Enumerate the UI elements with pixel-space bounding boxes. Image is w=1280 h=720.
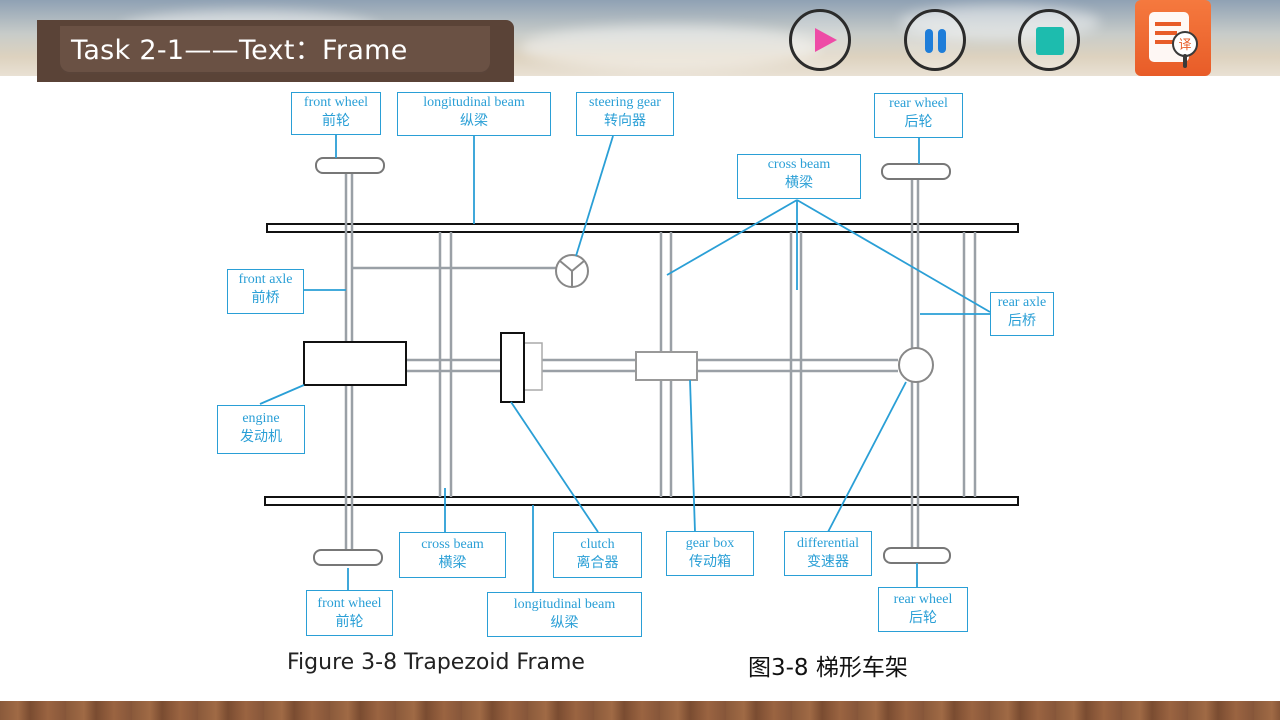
wheels xyxy=(313,157,951,566)
pause-button[interactable] xyxy=(904,9,966,71)
translate-button[interactable]: 译 xyxy=(1135,0,1211,76)
longitudinal-beam-bottom xyxy=(264,496,1019,506)
figure-caption-en: Figure 3-8 Trapezoid Frame xyxy=(287,650,585,675)
page-title: Task 2-1——Text：Frame xyxy=(71,35,408,66)
stop-button[interactable] xyxy=(1018,9,1080,71)
steering-gear-spokes xyxy=(559,260,585,287)
differential-shape xyxy=(898,347,934,383)
engine-shape xyxy=(303,341,407,386)
play-icon xyxy=(815,28,837,52)
title-panel xyxy=(60,26,490,74)
wood-floor-decoration xyxy=(0,701,1280,720)
figure-caption-cn: 图3-8 梯形车架 xyxy=(748,655,908,681)
trapezoid-frame-diagram xyxy=(259,135,1019,592)
translate-icon: 译 xyxy=(1149,12,1198,68)
clutch-shape xyxy=(500,332,525,403)
drive-shaft xyxy=(406,358,898,373)
gear-box-shape xyxy=(635,351,698,381)
longitudinal-beam-top xyxy=(266,223,1019,233)
leader-lines xyxy=(259,135,991,592)
svg-text:译: 译 xyxy=(1178,38,1191,53)
play-button[interactable] xyxy=(789,9,851,71)
stop-icon xyxy=(1036,27,1064,55)
